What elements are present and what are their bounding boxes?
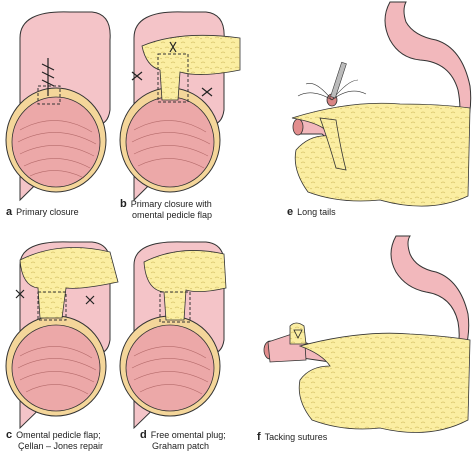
caption-letter: c xyxy=(6,429,13,441)
caption-text: Primary closure with xyxy=(130,199,212,209)
caption-letter: e xyxy=(287,206,294,218)
panel-d-illustration xyxy=(119,241,227,430)
caption-text: Primary closure xyxy=(16,207,79,217)
panel-a-illustration xyxy=(5,11,111,202)
caption-text: Long tails xyxy=(297,207,336,217)
caption-text: Graham patch xyxy=(152,441,210,451)
caption-text: Çellan – Jones repair xyxy=(18,441,104,451)
panel-e-illustration xyxy=(291,1,472,207)
caption-text: omental pedicle flap xyxy=(132,210,213,220)
caption-text: Free omental plug; xyxy=(150,430,226,440)
panel-b-illustration xyxy=(119,11,241,202)
panel-f-illustration xyxy=(263,235,471,433)
caption-text: Tacking sutures xyxy=(264,432,328,442)
caption-text: Omental pedicle flap; xyxy=(16,430,101,440)
caption-letter: f xyxy=(257,431,261,443)
caption-letter: d xyxy=(140,429,147,441)
panel-c-illustration xyxy=(5,241,119,430)
caption-letter: b xyxy=(120,198,127,210)
caption-letter: a xyxy=(6,206,13,218)
